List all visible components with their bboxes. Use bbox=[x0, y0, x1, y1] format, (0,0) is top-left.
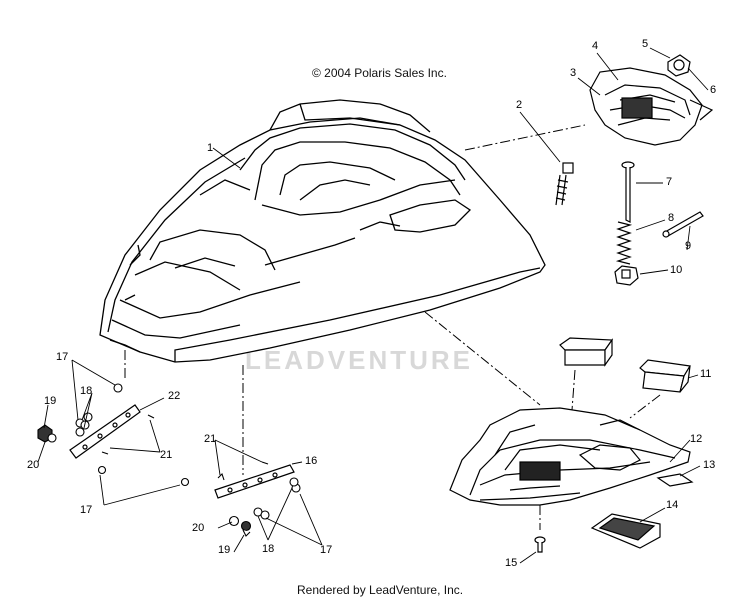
gauge-part-5 bbox=[667, 54, 691, 77]
callout-19a: 19 bbox=[44, 395, 57, 407]
belly-pan-part-12 bbox=[449, 407, 691, 506]
callout-17c: 17 bbox=[320, 544, 333, 556]
callout-9: 9 bbox=[685, 240, 692, 252]
left-hardware bbox=[37, 383, 190, 487]
left-bracket-part-22 bbox=[69, 404, 141, 459]
callout-18a: 18 bbox=[80, 385, 93, 397]
callout-7: 7 bbox=[666, 176, 673, 188]
screw-part-15 bbox=[534, 536, 546, 553]
bolt-part-7 bbox=[621, 161, 635, 223]
nut-part-10 bbox=[614, 265, 639, 286]
callout-14: 14 bbox=[666, 499, 679, 511]
callout-17b: 17 bbox=[80, 504, 93, 516]
callout-18b: 18 bbox=[262, 543, 275, 555]
callout-22: 22 bbox=[168, 390, 181, 402]
callout-21b: 21 bbox=[204, 433, 217, 445]
callout-5: 5 bbox=[642, 38, 649, 50]
foam-block-part-11 bbox=[559, 337, 691, 393]
spring-part-8 bbox=[615, 221, 633, 265]
callout-20a: 20 bbox=[27, 459, 40, 471]
callout-20b: 20 bbox=[192, 522, 205, 534]
callout-12: 12 bbox=[690, 433, 703, 445]
callout-21a: 21 bbox=[160, 449, 173, 461]
callout-6: 6 bbox=[710, 84, 717, 96]
pad-part-13 bbox=[656, 473, 694, 487]
watermark-text: LEADVENTURE bbox=[245, 345, 474, 375]
callout-17a: 17 bbox=[56, 351, 69, 363]
callout-11: 11 bbox=[700, 368, 712, 380]
copyright-text: © 2004 Polaris Sales Inc. bbox=[312, 66, 447, 80]
hood-part-1 bbox=[99, 99, 546, 363]
grille-part-14 bbox=[590, 513, 661, 549]
callout-10: 10 bbox=[670, 264, 683, 276]
callout-3: 3 bbox=[570, 67, 577, 79]
leader-lines bbox=[37, 47, 709, 564]
callout-4: 4 bbox=[592, 40, 599, 52]
strap-part-2 bbox=[555, 162, 574, 206]
right-bracket-part-16 bbox=[214, 464, 295, 499]
callout-15: 15 bbox=[505, 557, 518, 569]
reference-lines bbox=[124, 124, 661, 530]
callout-19b: 19 bbox=[218, 544, 231, 556]
right-hardware bbox=[217, 461, 301, 537]
callout-1: 1 bbox=[207, 142, 214, 154]
windshield-part-3 bbox=[589, 67, 714, 146]
callout-2: 2 bbox=[516, 99, 523, 111]
callout-16: 16 bbox=[305, 455, 318, 467]
rendered-by-text: Rendered by LeadVenture, Inc. bbox=[297, 583, 464, 597]
tie-part-9 bbox=[662, 211, 704, 238]
callout-13: 13 bbox=[703, 459, 716, 471]
callout-8: 8 bbox=[668, 212, 675, 224]
